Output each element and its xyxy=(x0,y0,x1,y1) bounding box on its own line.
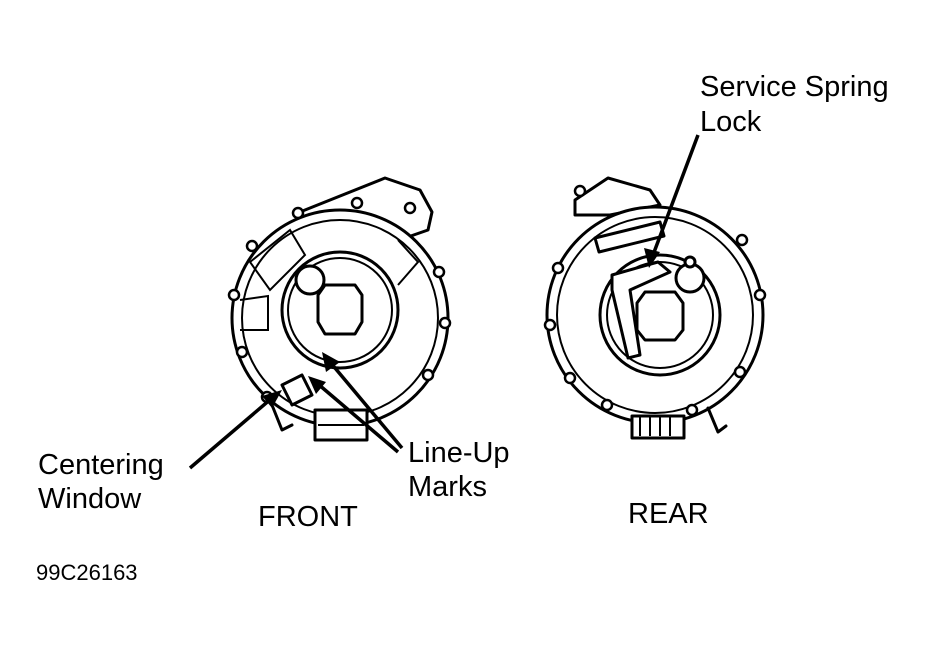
centering-window-arrow xyxy=(188,390,282,470)
service-spring-lock-arrow xyxy=(644,134,700,268)
front-clockspring xyxy=(227,176,452,442)
lineup-marks-arrows xyxy=(308,352,404,454)
rear-clockspring xyxy=(543,176,767,440)
service-spring-lock-label-line1: Service Spring xyxy=(700,71,889,103)
figure-id: 99C26163 xyxy=(36,560,138,585)
front-view-caption: FRONT xyxy=(258,501,358,533)
service-spring-lock-label-line2: Lock xyxy=(700,106,762,138)
rear-view-caption: REAR xyxy=(628,498,709,530)
centering-window-label-line2: Window xyxy=(38,483,142,515)
centering-window-label-line1: Centering xyxy=(38,449,164,481)
lineup-marks-label-line2: Marks xyxy=(408,471,487,503)
lineup-marks-label-line1: Line-Up xyxy=(408,437,510,469)
